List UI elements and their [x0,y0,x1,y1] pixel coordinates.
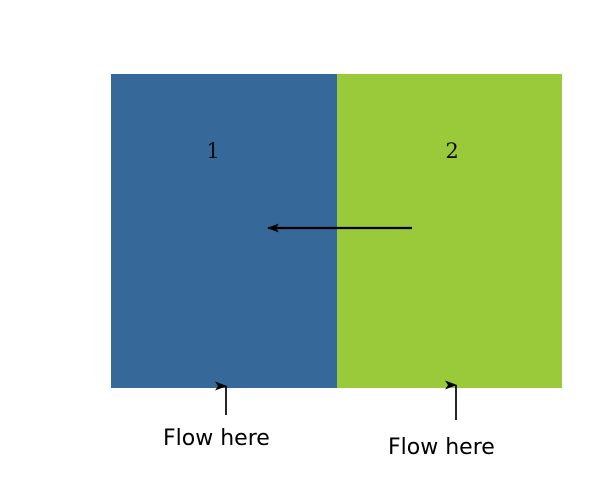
flow-label-left: Flow here [163,426,270,451]
region-1-block [111,74,337,388]
region-1-label: 1 [206,139,220,163]
region-2-block [337,74,562,388]
flow-label-right: Flow here [388,435,495,460]
region-2-label: 2 [445,139,459,163]
